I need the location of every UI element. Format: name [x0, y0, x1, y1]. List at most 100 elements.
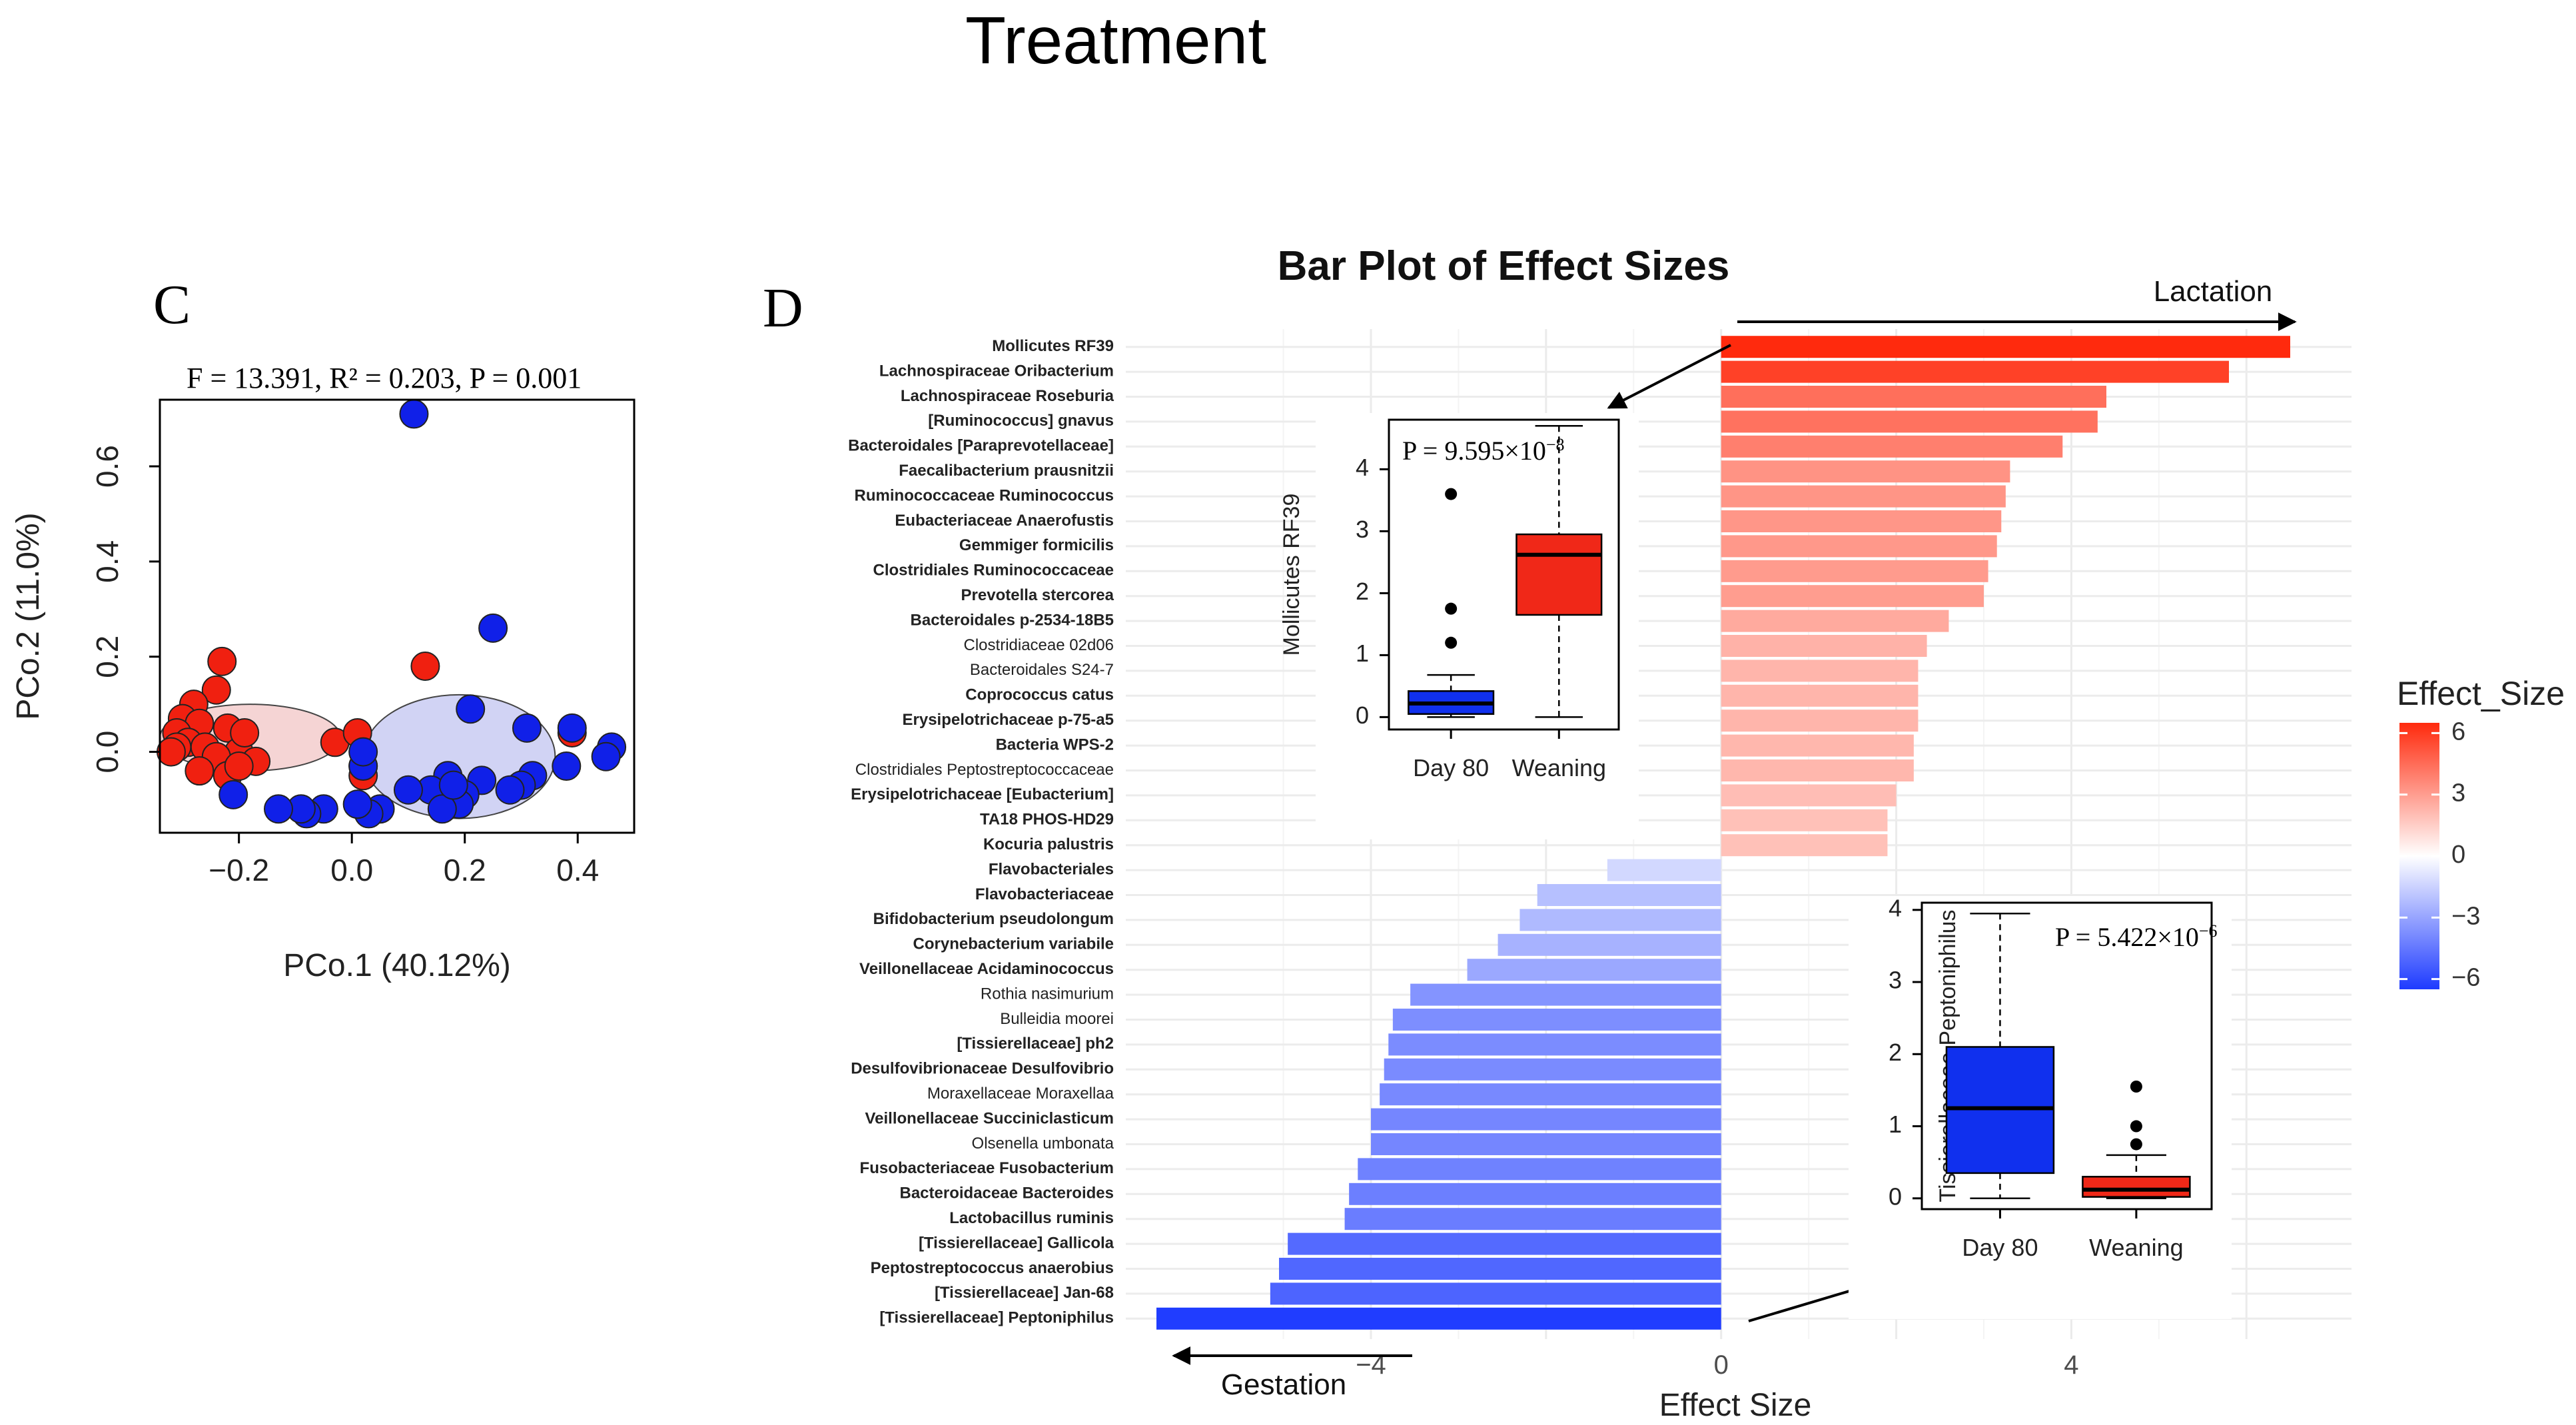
- page-title: Treatment: [965, 3, 1266, 78]
- bar-36: [1344, 1208, 1721, 1230]
- effect-size-legend: Effect_Size 630−3−6: [2397, 675, 2565, 992]
- inset-y-tick-label: 4: [1356, 454, 1369, 481]
- bar-x-tick-label: 0: [1714, 1350, 1729, 1380]
- inset-y-tick-label: 2: [1356, 578, 1369, 605]
- bar-37: [1288, 1232, 1721, 1255]
- bar-label-10: Clostridiales Ruminococcaceae: [873, 562, 1114, 580]
- bar-label-14: Bacteroidales S24-7: [970, 661, 1114, 679]
- bar-label-31: Moraxellaceae Moraxellaa: [927, 1085, 1114, 1103]
- bar-32: [1371, 1108, 1721, 1131]
- bar-label-36: Lactobacillus ruminis: [949, 1209, 1114, 1227]
- box-iqr: [1515, 533, 1603, 616]
- scatter-point-s0-17: [224, 751, 254, 781]
- gestation-label: Gestation: [1221, 1368, 1346, 1401]
- inset-p-value-base: P = 9.595×10: [1402, 436, 1546, 466]
- scatter-point-s1-4: [557, 713, 587, 743]
- legend-title: Effect_Size: [2397, 675, 2565, 712]
- legend-tick-label: 3: [2451, 779, 2465, 807]
- box-outlier: [2130, 1120, 2142, 1133]
- bar-10: [1721, 560, 1988, 582]
- pcoa-x-tick-label: 0.0: [330, 853, 373, 887]
- box-outlier: [1445, 636, 1458, 649]
- bar-label-8: Eubacteriaceae Anaerofustis: [895, 512, 1114, 530]
- bar-25: [1498, 933, 1721, 956]
- legend-tick-label: −3: [2451, 902, 2480, 930]
- panel-d: D Bar Plot of Effect Sizes Mollicutes RF…: [763, 243, 2565, 1423]
- scatter-point-s0-15: [185, 756, 215, 786]
- scatter-point-s1-23: [264, 794, 293, 824]
- bar-label-35: Bacteroidaceae Bacteroides: [900, 1185, 1114, 1202]
- bar-31: [1380, 1083, 1721, 1106]
- scatter-point-s1-10: [495, 775, 525, 805]
- bar-label-22: Flavobacteriales: [989, 860, 1114, 878]
- legend-tick-label: −6: [2451, 964, 2480, 992]
- bar-33: [1371, 1133, 1721, 1155]
- bar-4: [1721, 410, 2098, 433]
- bar-34: [1358, 1158, 1721, 1181]
- bar-label-26: Veillonellaceae Acidaminococcus: [859, 960, 1114, 978]
- scatter-point-s1-29: [438, 770, 468, 800]
- bar-x-axis-label: Effect Size: [1659, 1388, 1812, 1423]
- bar-39: [1270, 1282, 1721, 1305]
- bar-35: [1349, 1183, 1721, 1205]
- bar-label-15: Coprococcus catus: [965, 686, 1114, 704]
- inset-y-tick-label: 2: [1889, 1039, 1902, 1066]
- bar-17: [1721, 734, 1914, 757]
- bar-label-12: Bacteroidales p-2534-18B5: [911, 611, 1114, 629]
- scatter-point-s0-0: [207, 646, 237, 676]
- inset-p-value-exponent: −6: [2199, 921, 2218, 941]
- pcoa-y-axis-label: PCo.2 (11.0%): [11, 512, 46, 719]
- bar-label-40: [Tissierellaceae] Peptoniphilus: [879, 1309, 1114, 1327]
- scatter-point-s1-2: [456, 694, 486, 724]
- bar-label-7: Ruminococcaceae Ruminococcus: [855, 486, 1114, 504]
- pcoa-y-tick-label: 0.2: [90, 636, 125, 678]
- scatter-point-s1-3: [512, 713, 542, 743]
- box-outlier: [1445, 488, 1458, 500]
- bar-label-34: Fusobacteriaceae Fusobacterium: [860, 1159, 1114, 1177]
- legend-ticks: 630−3−6: [2399, 717, 2480, 992]
- bar-9: [1721, 535, 1997, 558]
- bars: [1156, 336, 2290, 1330]
- bar-14: [1721, 660, 1919, 682]
- bar-label-29: [Tissierellaceae] ph2: [957, 1035, 1114, 1053]
- bar-12: [1721, 610, 1949, 632]
- inset-y-tick-label: 1: [1356, 640, 1369, 667]
- bar-label-2: Lachnospiraceae Oribacterium: [879, 362, 1114, 380]
- bar-label-3: Lachnospiraceae Roseburia: [901, 387, 1114, 405]
- scatter-point-s0-9: [156, 737, 186, 767]
- bar-38: [1279, 1258, 1721, 1280]
- bar-30: [1384, 1058, 1721, 1081]
- bar-label-25: Corynebacterium variabile: [913, 935, 1114, 953]
- box-iqr: [2082, 1176, 2191, 1198]
- bar-label-23: Flavobacteriaceae: [975, 885, 1114, 903]
- pcoa-x-axis-label: PCo.1 (40.12%): [283, 948, 511, 983]
- bar-label-39: [Tissierellaceae] Jan-68: [935, 1284, 1114, 1302]
- bar-3: [1721, 386, 2106, 408]
- bar-label-27: Rothia nasimurium: [981, 985, 1114, 1003]
- panel-c-letter: C: [153, 274, 191, 336]
- bar-27: [1410, 983, 1721, 1006]
- inset-x-tick-label: Day 80: [1413, 754, 1489, 781]
- bar-label-9: Gemmiger formicilis: [959, 536, 1114, 554]
- inset-y-tick-label: 4: [1889, 894, 1902, 921]
- bar-label-5: Bacteroidales [Paraprevotellaceae]: [848, 437, 1114, 455]
- bar-x-tick-label: 4: [2064, 1350, 2078, 1380]
- pcoa-y-tick-label: 0.0: [90, 731, 125, 773]
- scatter-point-s1-6: [591, 741, 621, 771]
- bar-5: [1721, 435, 2063, 458]
- bar-2: [1721, 360, 2229, 383]
- bar-29: [1388, 1033, 1721, 1056]
- bar-chart-title: Bar Plot of Effect Sizes: [1278, 243, 1730, 289]
- inset-y-tick-label: 1: [1889, 1111, 1902, 1138]
- bar-label-24: Bifidobacterium pseudolongum: [873, 910, 1114, 928]
- lactation-label: Lactation: [2154, 275, 2273, 308]
- inset-y-tick-label: 3: [1356, 516, 1369, 543]
- bar-label-33: Olsenella umbonata: [972, 1135, 1114, 1153]
- bar-label-18: Clostridiales Peptostreptococcaceae: [855, 761, 1114, 779]
- pcoa-y-tick-label: 0.6: [90, 445, 125, 488]
